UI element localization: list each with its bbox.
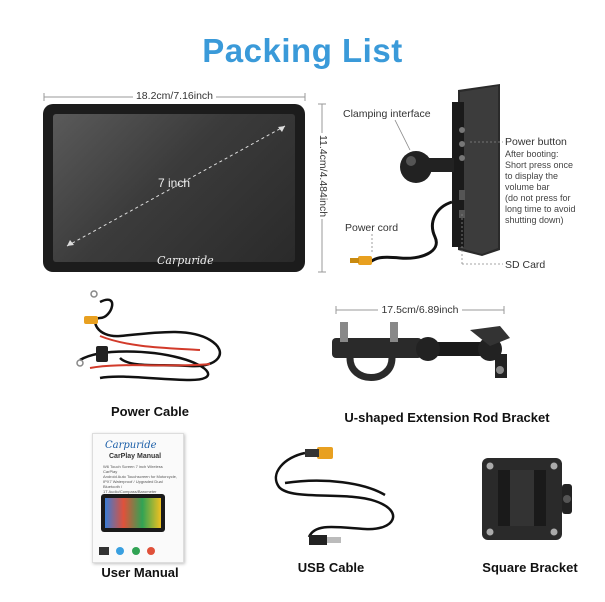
manual-device-image <box>101 494 165 532</box>
item-label-user-manual: User Manual <box>101 565 179 580</box>
item-label-usb-cable: USB Cable <box>297 560 365 575</box>
power-cord-label: Power cord <box>345 222 399 234</box>
manual-brand: Carpuride <box>105 440 157 451</box>
power-cable-image <box>76 290 222 382</box>
monitor-brand-logo: Carpuride <box>157 254 214 267</box>
usb-cable-image <box>274 447 395 545</box>
user-manual-image: Carpuride CarPlay Manual W6 Touch Screen… <box>92 433 184 563</box>
power-button-label: Power button <box>505 136 567 148</box>
clamping-interface-label: Clamping interface <box>343 108 431 120</box>
item-label-square-bracket: Square Bracket <box>482 560 578 575</box>
item-label-extension-bracket: U-shaped Extension Rod Bracket <box>344 410 550 425</box>
height-label: 11.4cm/4.484inch <box>317 133 329 220</box>
diagonal-line <box>66 125 286 247</box>
bracket-width-label: 17.5cm/6.89inch <box>378 304 462 316</box>
side-view-device <box>350 84 500 265</box>
manual-subtitle: W6 Touch Screen 7 inch Wireless CarPlay … <box>103 464 177 494</box>
monitor-screen <box>53 114 295 262</box>
manual-icons <box>99 542 175 555</box>
page-title: Packing List <box>202 32 403 69</box>
sd-card-label: SD Card <box>505 259 546 271</box>
diagonal-label: 7 inch <box>158 176 191 190</box>
power-button-note: After booting: Short press once to displ… <box>505 149 576 225</box>
extension-bracket-image <box>332 306 510 381</box>
manual-title: CarPlay Manual <box>109 453 162 460</box>
item-label-power-cable: Power Cable <box>110 404 190 419</box>
width-label: 18.2cm/7.16inch <box>132 90 217 102</box>
square-bracket-image <box>482 458 572 540</box>
